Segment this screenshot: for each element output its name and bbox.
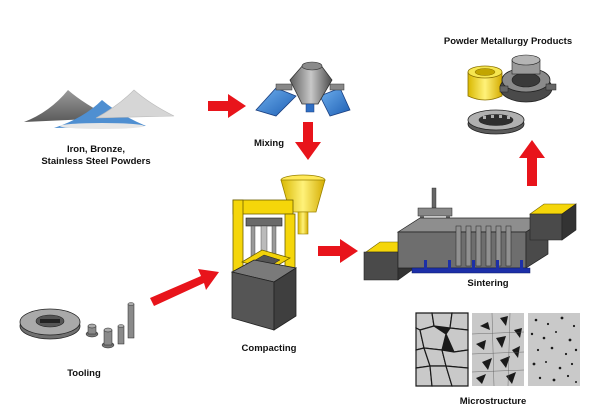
arrow-mixing-to-compacting [295,122,321,160]
punches [85,302,135,349]
arrow-tooling-to-compacting [150,269,219,306]
compacting-press [230,174,326,331]
micro-panel-medium [471,312,525,387]
bushing-part [467,65,503,101]
ring-part [467,109,525,135]
powders-label-line2: Stainless Steel Powders [41,156,150,167]
microstructure-panels [415,312,580,387]
arrow-powders-to-mixing [208,94,246,118]
mixing-label: Mixing [254,138,284,149]
tooling [19,302,135,349]
powder-piles [24,89,175,129]
mixer [255,61,351,117]
products-label: Powder Metallurgy Products [444,36,572,47]
sintering-label: Sintering [467,278,508,289]
mixer-support-left [255,87,297,117]
micro-panel-fine [528,313,580,386]
sintering-furnace [363,187,577,281]
compacting-label: Compacting [242,343,297,354]
arrow-sintering-to-products [519,140,545,186]
microstructure-label: Microstructure [460,396,527,407]
gear-part [499,54,557,103]
micro-panel-coarse [415,312,469,387]
mixer-support-right [319,87,351,117]
pm-products [467,54,557,135]
tooling-label: Tooling [67,368,101,379]
arrow-compacting-to-sintering [318,239,358,263]
powder-pile-blue [54,100,146,128]
powder-pile-light [95,89,175,119]
powders-label-line1: Iron, Bronze, [67,144,125,155]
